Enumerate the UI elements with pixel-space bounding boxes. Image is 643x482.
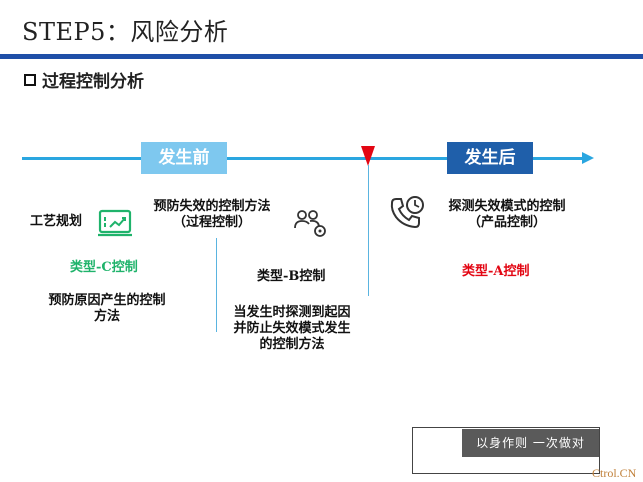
product-control-method: 探测失效模式的控制 （产品控制） [448, 199, 566, 230]
type-b-label: 类型-B控制 [257, 269, 326, 284]
section-heading-text: 过程控制分析 [42, 72, 144, 92]
title-divider [0, 54, 643, 59]
phone-clock-icon [390, 196, 424, 229]
divider-middle [216, 238, 217, 332]
users-settings-icon [294, 210, 326, 237]
type-c-description: 预防原因产生的控制 方法 [48, 293, 166, 324]
slogan-text: 以身作则 一次做对 [462, 429, 599, 457]
process-control-method: 预防失效的控制方法 （过程控制） [153, 199, 271, 230]
timeline-arrow-icon [582, 152, 594, 164]
type-a-label: 类型-A控制 [462, 264, 530, 279]
divider-event [368, 165, 369, 296]
phase-after-label: 发生后 [447, 142, 533, 174]
phase-before-label: 发生前 [141, 142, 227, 174]
type-c-label: 类型-C控制 [70, 260, 138, 275]
monitor-chart-icon [98, 209, 132, 237]
square-bullet-icon [24, 73, 36, 86]
watermark: Ctrol.CN [592, 466, 637, 480]
event-marker-icon [361, 146, 375, 166]
section-heading: 过程控制分析 [24, 67, 144, 92]
page-title: STEP5：风险分析 [22, 18, 229, 46]
type-b-description: 当发生时探测到起因 并防止失效模式发生 的控制方法 [233, 305, 351, 352]
process-planning-label: 工艺规划 [30, 214, 83, 229]
timeline-line [22, 157, 587, 160]
